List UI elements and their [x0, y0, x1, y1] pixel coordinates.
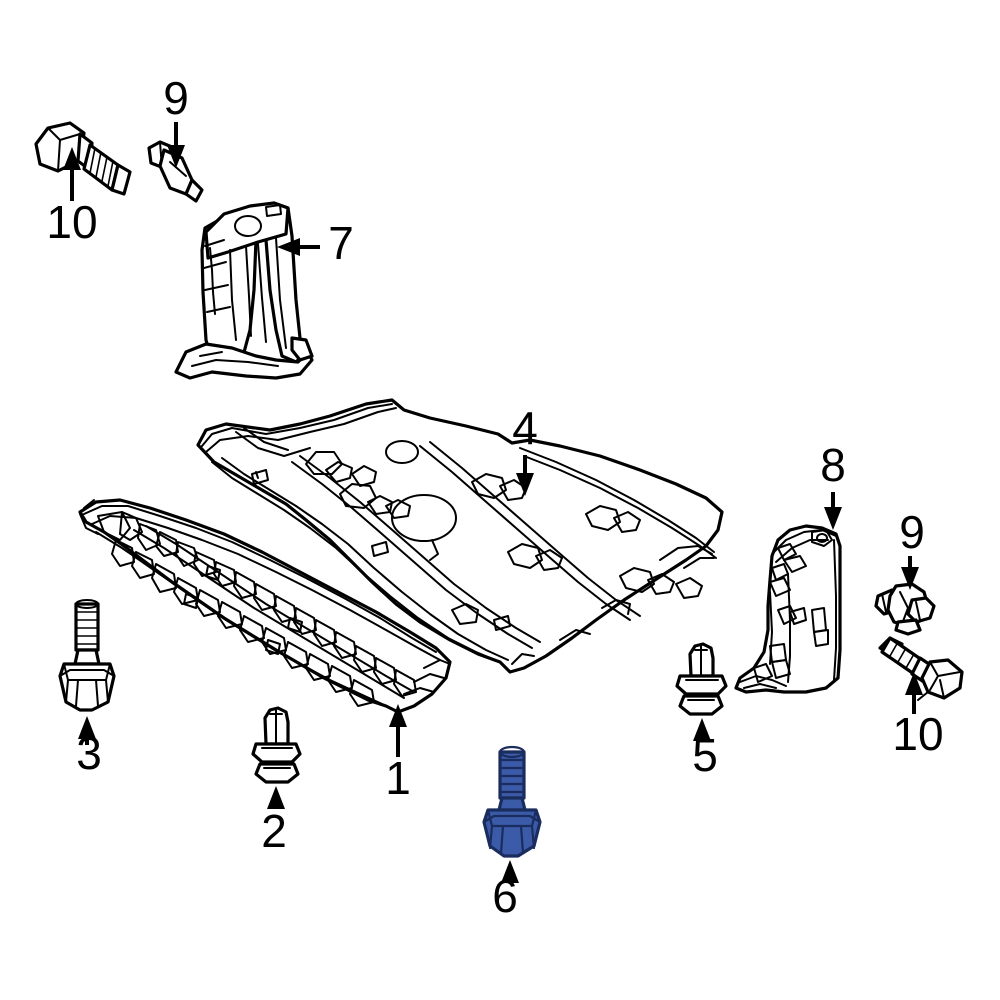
callout-10-top: 10 [46, 147, 98, 248]
callout-label-9-top: 9 [163, 72, 189, 124]
part-hex-flange-bolt-highlighted[interactable] [482, 745, 542, 858]
callout-label-3: 3 [76, 727, 102, 779]
part-hex-bolt-top-left[interactable] [34, 121, 132, 196]
callout-label-8: 8 [820, 439, 846, 491]
part-hex-bolt-right[interactable] [878, 636, 964, 701]
part-hex-flange-bolt-left[interactable] [58, 599, 116, 712]
callout-5: 5 [692, 718, 718, 781]
callout-10-right: 10 [892, 672, 944, 760]
callout-label-10-top: 10 [46, 196, 97, 248]
callout-label-4: 4 [512, 402, 538, 454]
callout-4: 4 [512, 402, 538, 496]
part-lower-air-deflector[interactable] [78, 498, 452, 714]
callout-7: 7 [277, 217, 354, 269]
callout-9-right: 9 [899, 506, 925, 590]
callout-label-10-right: 10 [892, 708, 943, 760]
callout-3: 3 [76, 716, 102, 779]
callout-label-1: 1 [385, 752, 411, 804]
part-push-pin-clip-right[interactable] [675, 642, 728, 716]
callout-label-2: 2 [261, 805, 287, 857]
callout-label-5: 5 [692, 729, 718, 781]
callout-label-6: 6 [492, 870, 518, 922]
callout-6: 6 [492, 860, 519, 922]
callout-label-9-right: 9 [899, 506, 925, 558]
callout-label-7: 7 [328, 217, 354, 269]
callout-1: 1 [385, 704, 411, 804]
part-retainer-clip-right[interactable] [874, 582, 936, 636]
part-side-splash-shield[interactable] [734, 524, 842, 694]
part-engine-under-cover-panel[interactable] [196, 398, 724, 674]
callout-9-top: 9 [163, 72, 189, 168]
callout-2: 2 [261, 786, 287, 857]
part-push-pin-clip-left[interactable] [251, 706, 302, 784]
part-retainer-clip-top[interactable] [147, 140, 204, 203]
part-side-support-bracket[interactable] [174, 201, 314, 380]
callout-8: 8 [820, 439, 846, 530]
